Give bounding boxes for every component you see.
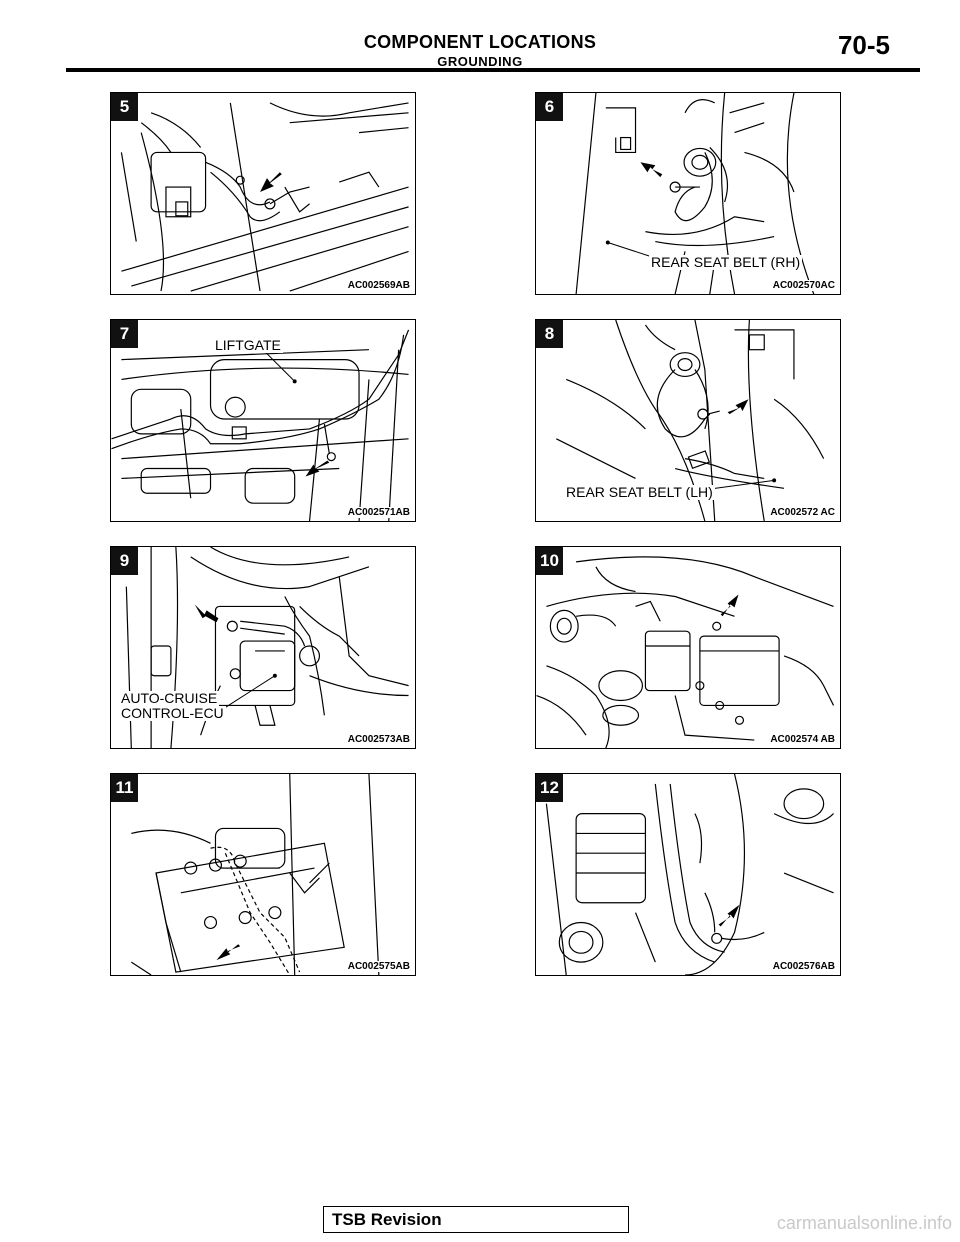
- figure-code: AC002575AB: [346, 961, 411, 972]
- figure-number-badge: 6: [536, 93, 563, 121]
- arrow-icon: [718, 904, 740, 927]
- figure-code: AC002572 AC: [769, 507, 836, 518]
- illustration-engine-compartment-relay-ground: [536, 556, 835, 748]
- figure-panel-9: 9 AUTO-CRUISE CONTROL-ECU AC002573AB: [110, 546, 416, 749]
- callout-rear-seat-belt-rh: REAR SEAT BELT (RH): [649, 254, 803, 270]
- callout-auto-cruise: AUTO-CRUISE: [119, 690, 220, 706]
- page-number: 70-5: [837, 30, 890, 60]
- figure-panel-10: 10 AC002574 AB: [535, 546, 841, 749]
- figure-panel-7: 7 LIFTGATE AC002571AB: [110, 319, 416, 522]
- figure-number-badge: 10: [536, 547, 563, 575]
- figure-number-badge: 8: [536, 320, 563, 348]
- arrow-icon: [194, 604, 219, 623]
- figure-panel-11: 11 AC002575AB: [110, 773, 416, 976]
- figure-panel-8: 8 REAR SEAT BELT (LH) AC002572 AC: [535, 319, 841, 522]
- figure-panel-12: 12 AC002576AB: [535, 773, 841, 976]
- illustration-liftgate-ground: [111, 329, 410, 521]
- figure-code: AC002569AB: [346, 280, 411, 291]
- figure-panel-6: 6 REAR SEAT BELT (RH) AC002570AC: [535, 92, 841, 295]
- callout-control-ecu: CONTROL-ECU: [119, 705, 226, 721]
- figure-code: AC002576AB: [771, 961, 836, 972]
- illustration-battery-ground: [130, 774, 380, 975]
- watermark: carmanualsonline.info: [776, 1213, 952, 1233]
- arrow-icon: [260, 172, 282, 193]
- figure-number-badge: 9: [111, 547, 138, 575]
- figure-code: AC002574 AB: [769, 734, 836, 745]
- header-rule: [66, 68, 920, 72]
- figure-number-badge: 5: [111, 93, 138, 121]
- callout-liftgate: LIFTGATE: [213, 337, 283, 353]
- page-title: COMPONENT LOCATIONS: [363, 32, 597, 52]
- section-subtitle: GROUNDING: [437, 54, 523, 69]
- illustration-engine-ground: [545, 774, 834, 975]
- figure-code: AC002570AC: [771, 280, 836, 291]
- illustration-rear-floor-ground: [120, 102, 409, 292]
- tsb-revision-box: TSB Revision: [323, 1206, 629, 1233]
- figure-number-badge: 12: [536, 774, 563, 802]
- arrow-icon: [640, 162, 663, 178]
- figure-code: AC002571AB: [346, 507, 411, 518]
- arrow-icon: [216, 944, 241, 961]
- arrow-icon: [305, 460, 330, 477]
- illustration-rear-seat-belt-lh-ground: [556, 320, 825, 521]
- callout-rear-seat-belt-lh: REAR SEAT BELT (LH): [564, 484, 715, 500]
- figure-number-badge: 7: [111, 320, 138, 348]
- figure-code: AC002573AB: [346, 734, 411, 745]
- figure-number-badge: 11: [111, 774, 138, 802]
- illustration-rear-seat-belt-rh-ground: [575, 93, 815, 294]
- arrow-icon: [720, 594, 739, 617]
- arrow-icon: [727, 399, 749, 415]
- figure-panel-5: 5 AC002569AB: [110, 92, 416, 295]
